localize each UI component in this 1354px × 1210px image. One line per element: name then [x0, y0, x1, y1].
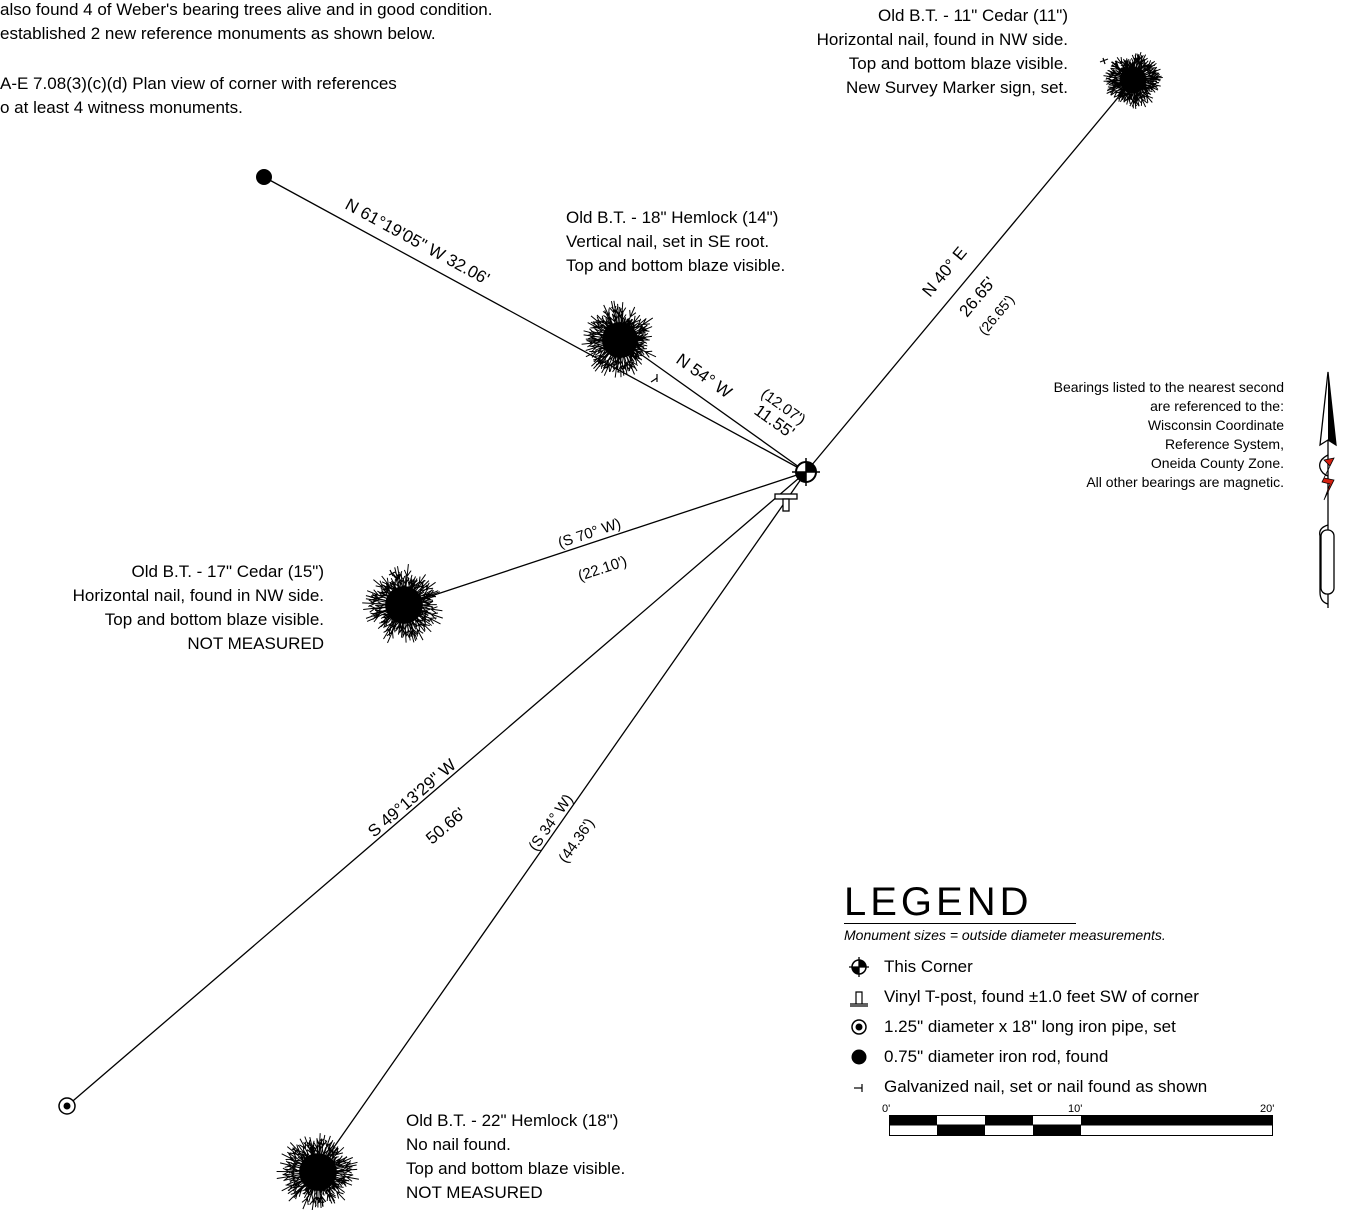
dim-hemlock18-distance: (44.36'): [555, 815, 598, 866]
trees-group: [276, 51, 1163, 1210]
legend-subtitle: Monument sizes = outside diameter measur…: [844, 927, 1166, 943]
tree-label-line: Top and bottom blaze visible.: [566, 256, 786, 275]
tree-label-line: New Survey Marker sign, set.: [845, 78, 1068, 97]
tree-label-line: Old B.T. - 18" Hemlock (14"): [566, 208, 779, 227]
dim-cedar15-distance: (22.10'): [576, 553, 629, 585]
legend-item-label: Vinyl T-post, found ±1.0 feet SW of corn…: [884, 987, 1199, 1006]
bearings-note-line: Reference System,: [1164, 436, 1284, 452]
tree-hemlock-18-icon: [276, 1133, 359, 1210]
north-arrow-icon: [1319, 371, 1337, 608]
tree-hemlock-14-icon: [581, 300, 657, 378]
line-nw-rod: [263, 176, 807, 473]
scale-bar-graphic: [889, 1115, 1273, 1136]
legend-item-corner: This Corner: [844, 955, 1284, 979]
tree-cedar-11-icon: [1103, 51, 1163, 109]
iron-rod-icon: [256, 169, 272, 185]
tree-label-line: Horizontal nail, found in NW side.: [816, 30, 1068, 49]
legend-item-label: This Corner: [884, 957, 973, 976]
scale-label-10: 10': [1068, 1103, 1083, 1115]
bearings-note: Bearings listed to the nearest second ar…: [1054, 378, 1284, 492]
dim-hemlock14-bearing: N 54° W: [673, 350, 736, 402]
legend-item-iron-pipe: 1.25" diameter x 18" long iron pipe, set: [844, 1015, 1284, 1039]
legend-item-iron-rod: 0.75" diameter iron rod, found: [844, 1045, 1284, 1069]
legend-item-label: 0.75" diameter iron rod, found: [884, 1047, 1109, 1066]
line-ne-cedar: [805, 81, 1132, 473]
scale-label-0: 0': [882, 1103, 891, 1115]
nail-icon: [1099, 57, 1109, 65]
bearings-note-line: Wisconsin Coordinate: [1147, 417, 1284, 433]
tree-cedar-15-icon: [362, 564, 443, 644]
iron-rod-icon: [844, 1046, 874, 1068]
t-post-icon: [774, 493, 798, 512]
line-sw-pipe: [66, 471, 807, 1107]
scale-label-20: 20': [1260, 1103, 1275, 1115]
tree-label-hemlock-14: Old B.T. - 18" Hemlock (14") Vertical na…: [566, 206, 785, 278]
line-hemlock-14: [624, 342, 807, 473]
reference-lines: [66, 81, 1132, 1171]
dim-cedar15-bearing: (S 70° W): [556, 515, 623, 552]
corner-icon: [792, 458, 820, 486]
tree-label-cedar-11: Old B.T. - 11" Cedar (11") Horizontal na…: [817, 4, 1068, 100]
legend: LEGEND Monument sizes = outside diameter…: [844, 880, 1284, 1143]
iron-pipe-icon: [844, 1016, 874, 1038]
dim-ne-bearing: N 40° E: [918, 243, 970, 300]
nail-icon: [650, 374, 658, 383]
tree-label-line: NOT MEASURED: [406, 1183, 543, 1202]
legend-title: LEGEND: [844, 880, 1033, 924]
tree-label-line: Old B.T. - 22" Hemlock (18"): [406, 1111, 619, 1130]
note-line-2: established 2 new reference monuments as…: [0, 24, 436, 43]
line-hemlock-18: [317, 471, 807, 1171]
bearings-note-line: All other bearings are magnetic.: [1086, 474, 1284, 490]
tree-label-cedar-15: Old B.T. - 17" Cedar (15") Horizontal na…: [73, 560, 324, 656]
tree-label-line: Top and bottom blaze visible.: [104, 610, 324, 629]
note-line-1: also found 4 of Weber's bearing trees al…: [0, 0, 493, 19]
nail-marks: [388, 57, 1109, 577]
tree-label-line: Vertical nail, set in SE root.: [566, 232, 770, 251]
nail-icon: [388, 569, 396, 577]
legend-item-label: Galvanized nail, set or nail found as sh…: [884, 1077, 1208, 1096]
tree-label-line: Old B.T. - 17" Cedar (15"): [131, 562, 324, 581]
scale-bar: 0' 10' 20': [844, 1103, 1284, 1143]
legend-item-t-post: Vinyl T-post, found ±1.0 feet SW of corn…: [844, 985, 1284, 1009]
notes-block: also found 4 of Weber's bearing trees al…: [0, 0, 492, 120]
t-post-icon: [844, 986, 874, 1008]
bearings-note-line: Oneida County Zone.: [1150, 455, 1284, 471]
tree-label-line: Top and bottom blaze visible.: [848, 54, 1068, 73]
tree-label-line: Horizontal nail, found in NW side.: [72, 586, 324, 605]
tree-label-hemlock-18: Old B.T. - 22" Hemlock (18") No nail fou…: [406, 1109, 625, 1205]
legend-title-underline: [844, 923, 1076, 924]
tree-label-line: NOT MEASURED: [187, 634, 324, 653]
legend-item-nail: Galvanized nail, set or nail found as sh…: [844, 1075, 1284, 1099]
iron-pipe-icon: [58, 1097, 76, 1115]
note-line-3: A-E 7.08(3)(c)(d) Plan view of corner wi…: [0, 74, 397, 93]
line-cedar-15: [403, 471, 807, 606]
tree-label-line: Old B.T. - 11" Cedar (11"): [877, 6, 1068, 25]
nail-icon: [844, 1076, 874, 1098]
dim-nw-rod-bearing: N 61°19'05" W 32.06': [342, 195, 493, 289]
tree-label-line: No nail found.: [406, 1135, 511, 1154]
tree-label-line: Top and bottom blaze visible.: [406, 1159, 626, 1178]
dim-sw-pipe-distance: 50.66': [422, 804, 469, 848]
corner-icon: [844, 956, 874, 978]
bearings-note-line: Bearings listed to the nearest second: [1053, 379, 1284, 395]
bearings-note-line: are referenced to the:: [1150, 398, 1284, 414]
legend-item-label: 1.25" diameter x 18" long iron pipe, set: [884, 1017, 1176, 1036]
note-line-4: o at least 4 witness monuments.: [0, 98, 243, 117]
